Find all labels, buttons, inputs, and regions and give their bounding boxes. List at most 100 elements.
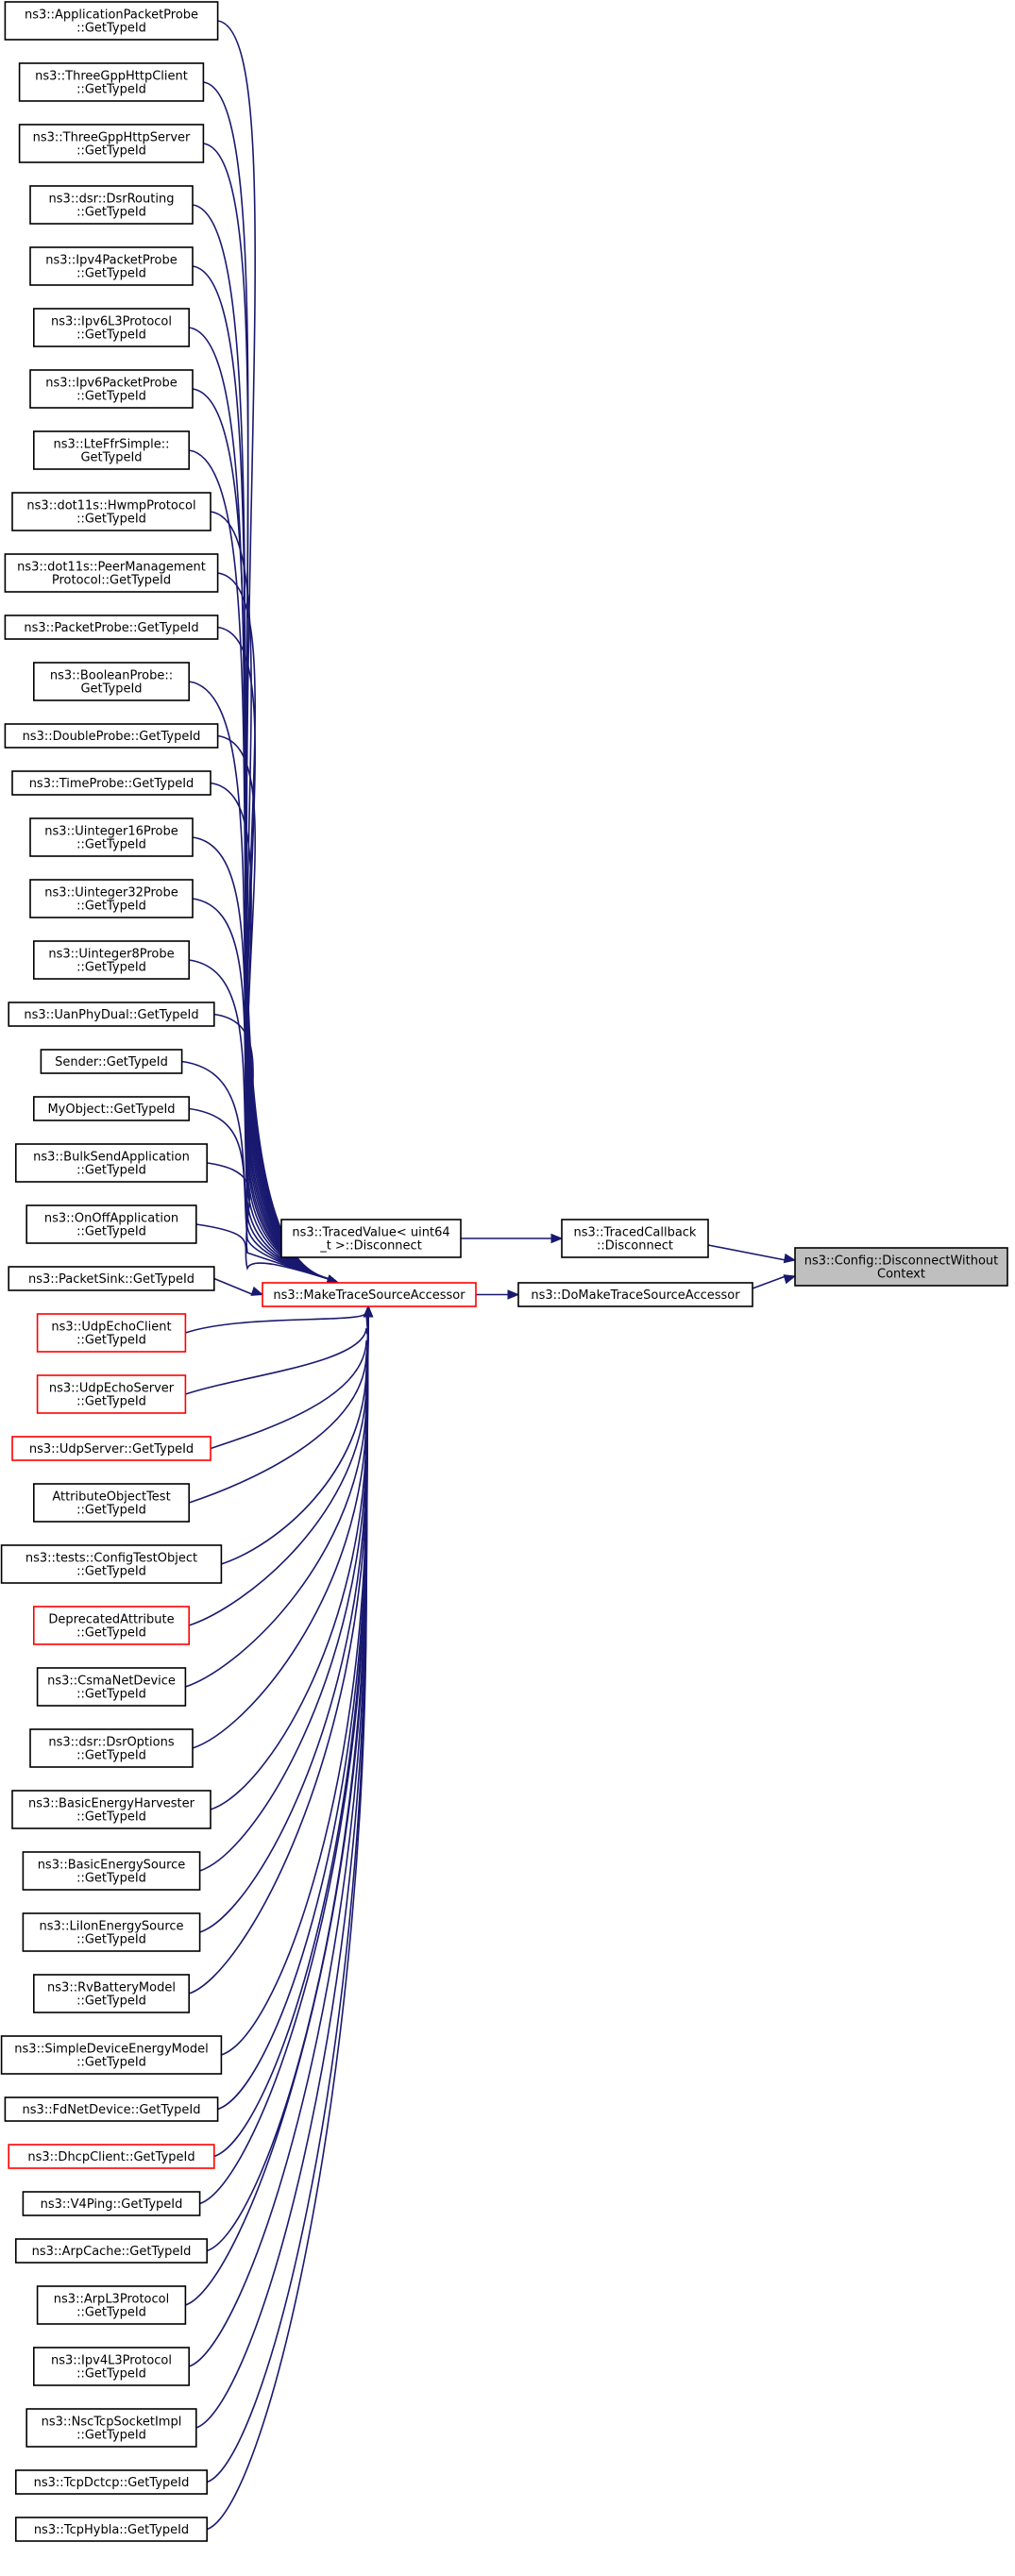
node-caller-ns3-dot11s-hwmpprotocol-gettypeid-label: ns3::dot11s::HwmpProtocol [26,499,195,514]
node-caller-ns3-simpledeviceenergymodel-gettypeid-label: ::GetTypeId [76,2056,146,2070]
node-do-make-trace-source-accessor-box [517,1282,753,1307]
node-caller-ns3-liionenergysource-gettypeid-label: ns3::LiIonEnergySource [39,1920,183,1934]
node-caller-ns3-v4ping-gettypeid[interactable]: ns3::V4Ping::GetTypeId [22,2191,201,2216]
node-caller-ns3-booleanprobe-gettypeid[interactable]: ns3::BooleanProbe::GetTypeId [32,662,190,701]
node-caller-ns3-packetsink-gettypeid-label: ns3::PacketSink::GetTypeId [28,1272,195,1287]
node-caller-ns3-udpechoclient-gettypeid[interactable]: ns3::UdpEchoClient::GetTypeId [36,1313,187,1353]
node-caller-ns3-simpledeviceenergymodel-gettypeid-label: ns3::SimpleDeviceEnergyModel [14,2043,208,2057]
node-caller-ns3-uinteger32probe-gettypeid-label: ::GetTypeId [76,900,146,914]
node-caller-deprecatedattribute-gettypeid[interactable]: DeprecatedAttribute::GetTypeId [32,1606,190,1645]
node-caller-ns3-dot11s-peermanagementprotocol-gettypeid[interactable]: ns3::dot11s::PeerManagementProtocol::Get… [4,553,219,593]
node-caller-ns3-doubleprobe-gettypeid-label: ns3::DoubleProbe::GetTypeId [23,730,201,744]
node-caller-ns3-arpl3protocol-gettypeid-label: ::GetTypeId [76,2306,146,2320]
node-caller-ns3-nsctcpsocketimpl-gettypeid[interactable]: ns3::NscTcpSocketImpl::GetTypeId [25,2408,197,2448]
node-caller-ns3-udpechoserver-gettypeid-box [36,1374,187,1414]
edge-caller-22 [213,1277,254,1296]
node-caller-ns3-arpcache-gettypeid[interactable]: ns3::ArpCache::GetTypeId [14,2238,208,2264]
node-caller-ns3-ipv4packetprobe-gettypeid-box [29,246,194,286]
node-caller-ns3-dot11s-hwmpprotocol-gettypeid[interactable]: ns3::dot11s::HwmpProtocol::GetTypeId [11,492,211,531]
graph-edges [181,20,797,2531]
node-caller-ns3-ipv6packetprobe-gettypeid-box [29,369,194,409]
arrowhead-make-to-domake [507,1289,520,1300]
edge-caller-1 [203,81,333,1281]
node-caller-ns3-packetsink-gettypeid[interactable]: ns3::PacketSink::GetTypeId [8,1266,215,1291]
node-caller-ns3-liionenergysource-gettypeid[interactable]: ns3::LiIonEnergySource::GetTypeId [22,1912,201,1952]
arrowhead-domake-to-focus [783,1274,797,1285]
arrowhead-caller-22 [250,1286,264,1296]
node-caller-ns3-threegpphttpclient-gettypeid[interactable]: ns3::ThreeGppHttpClient::GetTypeId [18,62,205,102]
node-caller-ns3-tests-configtestobject-gettypeid-label: ::GetTypeId [76,1565,146,1579]
node-caller-ns3-dsr-dsroptions-gettypeid[interactable]: ns3::dsr::DsrOptions::GetTypeId [29,1728,194,1768]
node-caller-ns3-fdnetdevice-gettypeid[interactable]: ns3::FdNetDevice::GetTypeId [4,2096,219,2122]
node-caller-ns3-dhcpclient-gettypeid[interactable]: ns3::DhcpClient::GetTypeId [8,2144,215,2169]
node-caller-ns3-csmanetdevice-gettypeid[interactable]: ns3::CsmaNetDevice::GetTypeId [36,1667,187,1707]
node-caller-ns3-threegpphttpserver-gettypeid[interactable]: ns3::ThreeGppHttpServer::GetTypeId [18,124,205,163]
node-caller-ns3-ipv6packetprobe-gettypeid-label: ns3::Ipv6PacketProbe [45,377,178,391]
node-make-trace-source-accessor-box [262,1282,477,1307]
node-caller-ns3-doubleprobe-gettypeid[interactable]: ns3::DoubleProbe::GetTypeId [4,723,219,749]
node-caller-ns3-ipv4packetprobe-gettypeid[interactable]: ns3::Ipv4PacketProbe::GetTypeId [29,246,194,286]
node-caller-ns3-arpcache-gettypeid-box [14,2238,208,2264]
node-caller-ns3-dsr-dsroptions-gettypeid-label: ns3::dsr::DsrOptions [48,1736,174,1750]
node-caller-ns3-packetprobe-gettypeid[interactable]: ns3::PacketProbe::GetTypeId [4,615,219,640]
edge-caller-21 [195,1223,333,1281]
node-caller-ns3-ipv6l3protocol-gettypeid[interactable]: ns3::Ipv6L3Protocol::GetTypeId [32,308,190,347]
node-caller-ns3-udpechoserver-gettypeid[interactable]: ns3::UdpEchoServer::GetTypeId [36,1374,187,1414]
node-caller-ns3-rvbatterymodel-gettypeid[interactable]: ns3::RvBatteryModel::GetTypeId [32,1974,190,2013]
node-make-trace-source-accessor[interactable]: ns3::MakeTraceSourceAccessor [262,1282,477,1307]
node-caller-ns3-basicenergysource-gettypeid[interactable]: ns3::BasicEnergySource::GetTypeId [22,1851,201,1891]
node-caller-ns3-uinteger32probe-gettypeid[interactable]: ns3::Uinteger32Probe::GetTypeId [29,879,194,918]
node-caller-ns3-bulksendapplication-gettypeid[interactable]: ns3::BulkSendApplication::GetTypeId [14,1143,208,1183]
node-caller-ns3-csmanetdevice-gettypeid-label: ::GetTypeId [76,1688,146,1702]
node-caller-ns3-uinteger16probe-gettypeid[interactable]: ns3::Uinteger16Probe::GetTypeId [29,817,194,857]
node-caller-deprecatedattribute-gettypeid-label: ::GetTypeId [76,1626,146,1641]
node-caller-ns3-dsr-dsroptions-gettypeid-label: ::GetTypeId [76,1749,146,1763]
node-caller-sender-gettypeid-label: Sender::GetTypeId [55,1055,168,1069]
node-caller-ns3-tcpdctcp-gettypeid-box [14,2469,208,2495]
edge-caller-34 [188,1315,369,1995]
node-caller-ns3-simpledeviceenergymodel-gettypeid[interactable]: ns3::SimpleDeviceEnergyModel::GetTypeId [0,2035,223,2075]
node-caller-ns3-lteffrsimple-gettypeid[interactable]: ns3::LteFfrSimple::GetTypeId [32,430,190,470]
node-do-make-trace-source-accessor[interactable]: ns3::DoMakeTraceSourceAccessor [517,1282,753,1307]
node-caller-ns3-onoffapplication-gettypeid-label: ns3::OnOffApplication [44,1212,178,1226]
node-caller-ns3-timeprobe-gettypeid[interactable]: ns3::TimeProbe::GetTypeId [11,770,211,796]
node-caller-ns3-uinteger8probe-gettypeid[interactable]: ns3::Uinteger8Probe::GetTypeId [32,940,190,980]
node-caller-ns3-ipv6packetprobe-gettypeid[interactable]: ns3::Ipv6PacketProbe::GetTypeId [29,369,194,409]
node-caller-ns3-tests-configtestobject-gettypeid[interactable]: ns3::tests::ConfigTestObject::GetTypeId [0,1544,223,1584]
node-caller-ns3-rvbatterymodel-gettypeid-label: ::GetTypeId [76,1995,146,2009]
node-caller-ns3-ipv4packetprobe-gettypeid-label: ns3::Ipv4PacketProbe [45,254,178,268]
node-caller-ns3-applicationpacketprobe-gettypeid[interactable]: ns3::ApplicationPacketProbe::GetTypeId [4,1,219,41]
node-caller-ns3-applicationpacketprobe-gettypeid-label: ::GetTypeId [76,22,146,36]
edge-caller-44 [206,1315,369,2531]
node-caller-ns3-onoffapplication-gettypeid[interactable]: ns3::OnOffApplication::GetTypeId [25,1204,197,1244]
node-caller-ns3-arpcache-gettypeid-label: ns3::ArpCache::GetTypeId [32,2245,192,2259]
node-traced-callback-disconnect-box [561,1219,709,1258]
node-caller-myobject-gettypeid[interactable]: MyObject::GetTypeId [32,1096,190,1121]
node-caller-ns3-uinteger32probe-gettypeid-box [29,879,194,918]
node-caller-ns3-bulksendapplication-gettypeid-label: ns3::BulkSendApplication [33,1151,190,1165]
node-traced-callback-disconnect[interactable]: ns3::TracedCallback::Disconnect [561,1219,709,1258]
node-caller-ns3-nsctcpsocketimpl-gettypeid-box [25,2408,197,2448]
node-caller-attributeobjecttest-gettypeid-label: AttributeObjectTest [52,1490,170,1505]
arrowhead-tracedvalue-to-tracedcallback [550,1233,564,1244]
node-caller-ns3-udpechoclient-gettypeid-box [36,1313,187,1353]
node-caller-ns3-arpl3protocol-gettypeid[interactable]: ns3::ArpL3Protocol::GetTypeId [36,2285,187,2325]
edge-caller-9 [217,572,333,1281]
node-caller-ns3-ipv4l3protocol-gettypeid[interactable]: ns3::Ipv4L3Protocol::GetTypeId [32,2347,190,2386]
node-caller-ns3-tcphybla-gettypeid[interactable]: ns3::TcpHybla::GetTypeId [14,2517,208,2542]
node-caller-sender-gettypeid[interactable]: Sender::GetTypeId [40,1049,183,1074]
node-caller-attributeobjecttest-gettypeid[interactable]: AttributeObjectTest::GetTypeId [32,1483,190,1523]
node-traced-value-disconnect[interactable]: ns3::TracedValue< uint64_t >::Disconnect [280,1219,462,1258]
node-caller-attributeobjecttest-gettypeid-label: ::GetTypeId [76,1504,146,1518]
node-caller-ns3-basicenergyharvester-gettypeid[interactable]: ns3::BasicEnergyHarvester::GetTypeId [11,1790,211,1829]
node-caller-ns3-udpserver-gettypeid[interactable]: ns3::UdpServer::GetTypeId [11,1436,211,1461]
node-caller-ns3-uinteger16probe-gettypeid-box [29,817,194,857]
node-caller-ns3-tcpdctcp-gettypeid[interactable]: ns3::TcpDctcp::GetTypeId [14,2469,208,2495]
node-caller-ns3-uanphydual-gettypeid[interactable]: ns3::UanPhyDual::GetTypeId [8,1002,215,1027]
node-caller-ns3-threegpphttpclient-gettypeid-label: ::GetTypeId [76,83,146,97]
node-caller-ns3-uinteger16probe-gettypeid-label: ns3::Uinteger16Probe [44,825,178,839]
node-caller-ns3-timeprobe-gettypeid-label: ns3::TimeProbe::GetTypeId [29,777,195,791]
node-caller-ns3-dsr-dsrrouting-gettypeid[interactable]: ns3::dsr::DsrRouting::GetTypeId [29,185,194,225]
edge-caller-4 [192,265,333,1281]
